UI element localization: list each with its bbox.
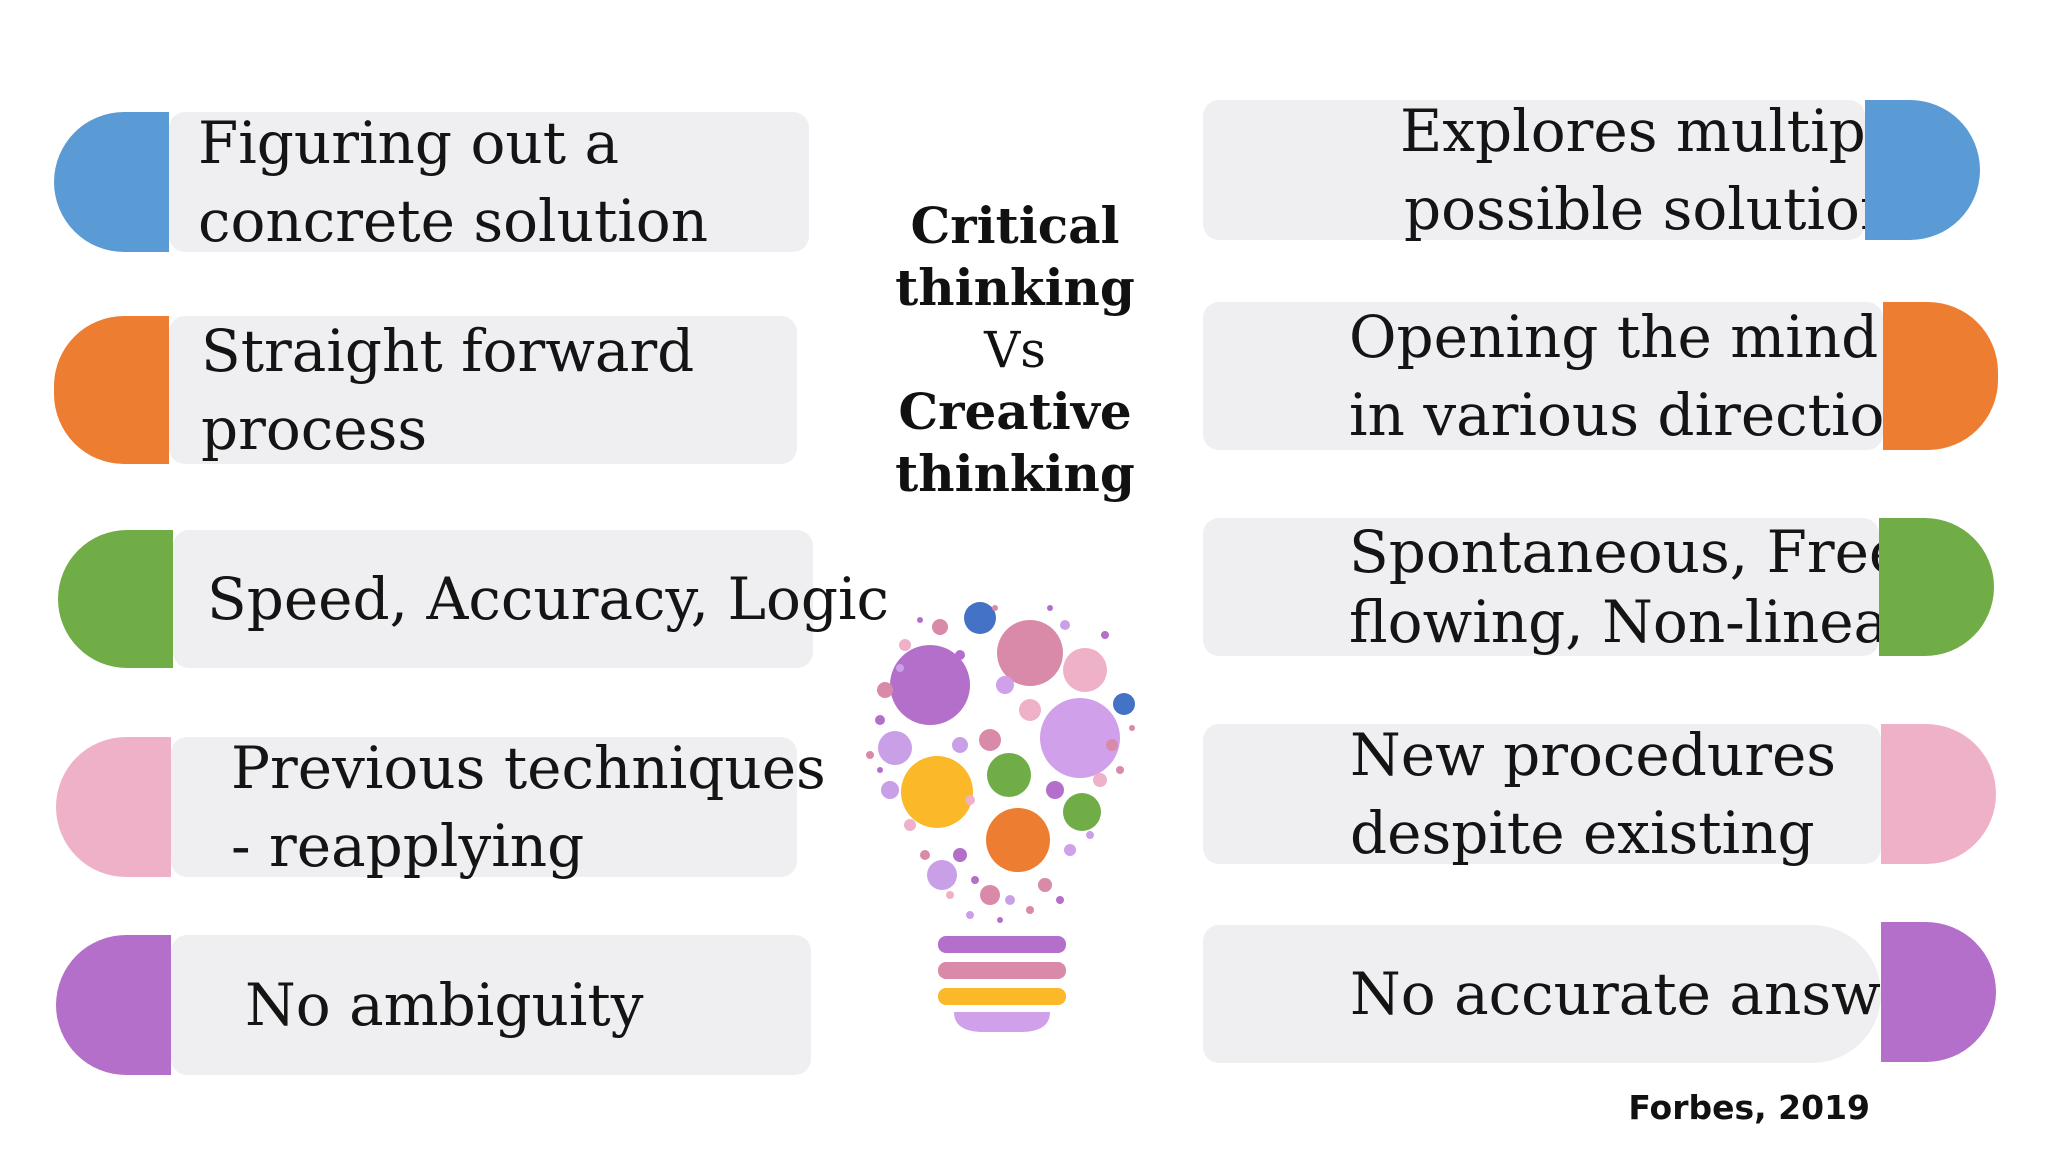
- right-tab-2: [1883, 302, 1998, 450]
- title-vs: Vs: [984, 321, 1046, 379]
- left-card-2: Straight forward process: [169, 316, 797, 464]
- left-card-4-line-1: Previous techniques: [231, 734, 826, 802]
- left-tab-4: [56, 737, 171, 877]
- right-card-1-line-2: possible solutions: [1404, 175, 1928, 243]
- right-card-3-line-2: flowing, Non-linear: [1349, 588, 1916, 656]
- left-card-5-line-1: No ambiguity: [245, 971, 644, 1039]
- left-tab-3: [58, 530, 173, 668]
- left-card-4-line-2: - reapplying: [231, 812, 585, 880]
- right-tab-3: [1879, 518, 1994, 656]
- right-card-5: No accurate answer: [1203, 925, 1943, 1063]
- right-card-4-line-2: despite existing: [1350, 799, 1815, 867]
- left-card-1-line-1: Figuring out a: [198, 109, 620, 177]
- lightbulb-bubbles-icon: [866, 602, 1135, 1032]
- center-title: Critical thinking Vs Creative thinking: [880, 195, 1150, 505]
- title-creative: Creative: [898, 382, 1132, 441]
- right-card-2-line-2: in various directions: [1349, 381, 1952, 449]
- right-card-4-line-1: New procedures: [1350, 721, 1837, 789]
- right-card-1: Explores multiple possible solutions: [1203, 97, 1927, 243]
- left-card-1-line-2: concrete solution: [198, 187, 709, 255]
- right-card-5-line-1: No accurate answer: [1350, 960, 1943, 1028]
- right-card-3-line-1: Spontaneous, Free-: [1349, 518, 1923, 586]
- source-citation: Forbes, 2019: [1628, 1088, 1870, 1127]
- left-tab-2: [54, 316, 169, 464]
- left-card-3-line-1: Speed, Accuracy, Logic: [207, 565, 890, 633]
- left-card-2-line-1: Straight forward: [201, 317, 695, 385]
- right-card-3: Spontaneous, Free- flowing, Non-linear: [1203, 518, 1923, 656]
- right-card-2: Opening the mind in various directions: [1203, 302, 1952, 450]
- left-tab-5: [56, 935, 171, 1075]
- left-card-1: Figuring out a concrete solution: [169, 109, 809, 255]
- left-card-4: Previous techniques - reapplying: [171, 734, 826, 880]
- right-tab-4: [1881, 724, 1996, 864]
- title-thinking-2: thinking: [895, 444, 1135, 503]
- left-card-3: Speed, Accuracy, Logic: [173, 530, 890, 668]
- right-card-2-line-1: Opening the mind: [1349, 303, 1879, 371]
- right-tab-5: [1881, 922, 1996, 1062]
- right-tab-1: [1865, 100, 1980, 240]
- right-card-4: New procedures despite existing: [1203, 721, 1881, 867]
- title-thinking-1: thinking: [895, 258, 1135, 317]
- right-card-1-line-1: Explores multiple: [1400, 97, 1919, 165]
- left-card-2-line-2: process: [201, 395, 428, 463]
- title-critical: Critical: [910, 196, 1120, 255]
- left-card-5: No ambiguity: [171, 935, 811, 1075]
- left-tab-1: [54, 112, 169, 252]
